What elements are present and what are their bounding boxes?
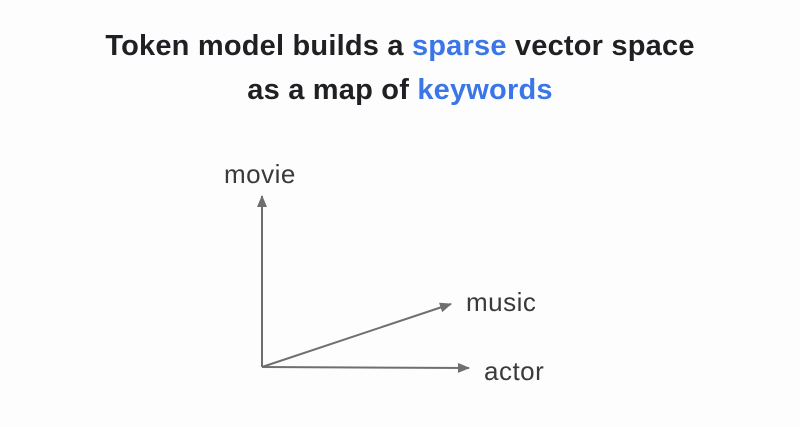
vertical-axis-label: movie bbox=[224, 159, 296, 189]
title-line1-pre: Token model builds a bbox=[105, 30, 412, 62]
diagonal-axis-arrow bbox=[261, 302, 452, 368]
title-line1-highlight-sparse: sparse bbox=[411, 30, 507, 62]
title-line2-highlight-keywords: keywords bbox=[417, 74, 553, 106]
title-line1-post: vector space bbox=[506, 30, 695, 62]
horizontal-axis-arrow bbox=[261, 362, 470, 373]
diagonal-axis-label: music bbox=[466, 287, 536, 317]
title-line2-pre: as a map of bbox=[247, 74, 418, 106]
page-title: Token model builds a sparse vector space… bbox=[0, 24, 800, 112]
title-line-2: as a map of keywords bbox=[0, 68, 800, 112]
title-line-1: Token model builds a sparse vector space bbox=[0, 24, 800, 68]
horizontal-axis-label: actor bbox=[484, 356, 544, 386]
